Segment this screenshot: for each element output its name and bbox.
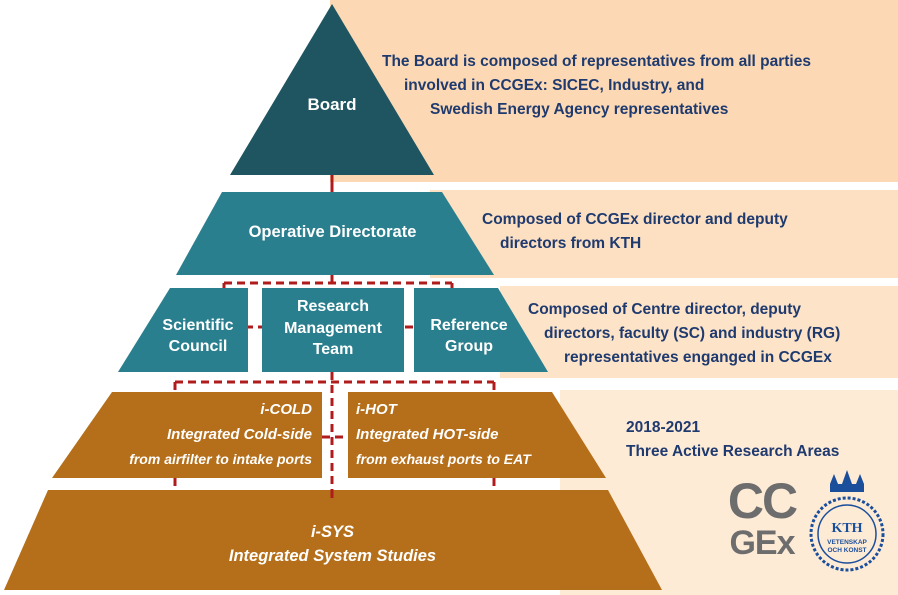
- scientific-council-shape[interactable]: [118, 288, 248, 372]
- scientific-council-label: Scientific Council: [162, 317, 234, 355]
- i-hot-label: i-HOT Integrated HOT-side from exhaust p…: [356, 401, 531, 467]
- management-band: [500, 286, 898, 378]
- ccgex-logo: CC GEx: [727, 473, 798, 562]
- i-hot-shape[interactable]: [348, 392, 606, 478]
- kth-text: KTH: [831, 521, 862, 536]
- directorate-trapezoid[interactable]: [176, 192, 494, 275]
- directorate-description: Composed of CCGEx director and deputy di…: [482, 211, 788, 252]
- areas-description: 2018-2021 Three Active Research Areas: [626, 419, 840, 460]
- research-management-team-shape[interactable]: [262, 288, 404, 372]
- directorate-label: Operative Directorate: [248, 223, 417, 241]
- board-triangle[interactable]: [230, 4, 434, 175]
- i-cold-shape[interactable]: [52, 392, 322, 478]
- board-band: [330, 0, 898, 182]
- i-sys-label: i-SYS Integrated System Studies: [228, 523, 437, 565]
- i-cold-label: i-COLD Integrated Cold-side from airfilt…: [129, 401, 312, 467]
- kth-seal-logo: KTH VETENSKAP OCH KONST: [809, 470, 885, 572]
- management-description: Composed of Centre director, deputy dire…: [528, 301, 841, 366]
- kth-motto-2: OCH KONST: [828, 547, 867, 554]
- research-management-team-label: Research Management Team: [284, 298, 382, 359]
- reference-group-label: Reference Group: [430, 317, 508, 355]
- directorate-band: [430, 190, 898, 278]
- board-label: Board: [307, 95, 357, 114]
- reference-group-shape[interactable]: [414, 288, 548, 372]
- areas-connectors: [173, 372, 496, 492]
- kth-motto-1: VETENSKAP: [827, 539, 867, 546]
- board-description: The Board is composed of representatives…: [382, 53, 811, 118]
- i-sys-shape[interactable]: [4, 490, 662, 590]
